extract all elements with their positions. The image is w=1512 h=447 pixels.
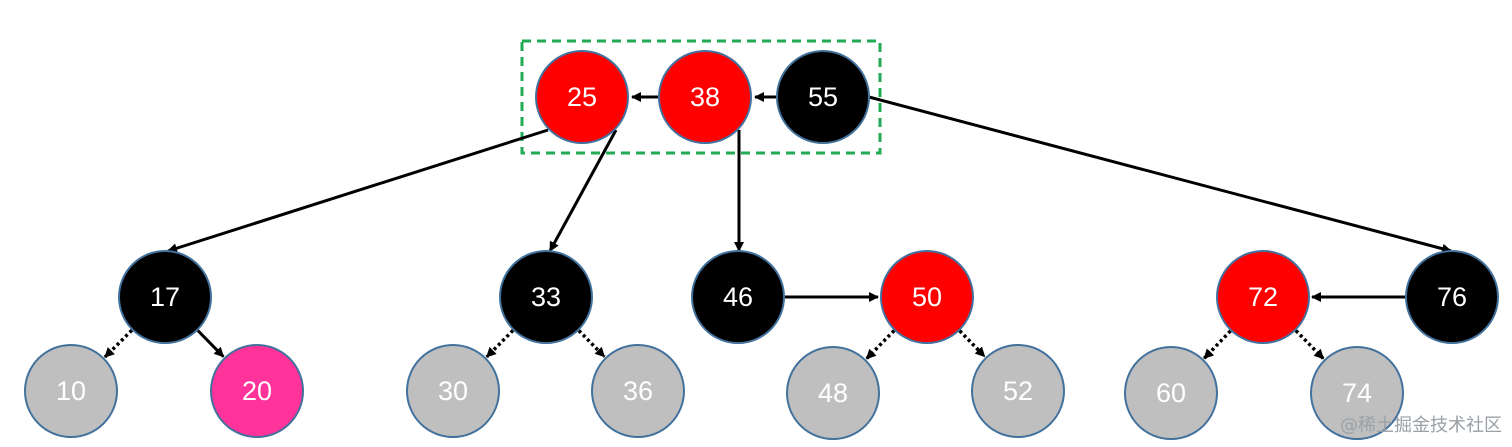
node-label: 74	[1342, 378, 1372, 408]
edge-33-to-36	[577, 329, 606, 358]
edge-72-to-60	[1202, 329, 1232, 360]
node-72: 72	[1216, 250, 1310, 344]
node-circle	[118, 250, 212, 344]
edge-17-to-10	[103, 328, 134, 359]
node-circle	[658, 50, 752, 144]
node-label: 72	[1248, 282, 1278, 312]
node-label: 10	[56, 376, 86, 406]
node-25: 25	[535, 50, 629, 144]
node-label: 52	[1003, 376, 1033, 406]
node-circle	[406, 344, 500, 438]
edge-33-to-30	[485, 329, 515, 359]
node-circle	[499, 250, 593, 344]
node-38: 38	[658, 50, 752, 144]
node-55: 55	[776, 50, 870, 144]
node-circle	[786, 346, 880, 440]
node-label: 38	[690, 82, 720, 112]
node-circle	[24, 344, 118, 438]
edge-50-to-52	[958, 329, 986, 358]
node-label: 46	[723, 282, 753, 312]
node-label: 50	[912, 282, 942, 312]
edge-25-to-17	[167, 128, 549, 254]
node-label: 48	[818, 378, 848, 408]
node-label: 20	[242, 376, 272, 406]
node-circle	[1124, 346, 1218, 440]
node-label: 36	[623, 376, 653, 406]
node-circle	[880, 250, 974, 344]
node-33: 33	[499, 250, 593, 344]
node-60: 60	[1124, 346, 1218, 440]
node-label: 17	[150, 282, 180, 312]
node-label: 55	[808, 82, 838, 112]
highlight-box	[520, 39, 882, 155]
edge-72-to-74	[1294, 329, 1325, 360]
node-circle	[1310, 346, 1404, 440]
edge-50-to-48	[865, 329, 896, 360]
node-50: 50	[880, 250, 974, 344]
node-circle	[971, 344, 1065, 438]
node-circle	[1405, 250, 1499, 344]
node-36: 36	[591, 344, 685, 438]
node-label: 33	[531, 282, 561, 312]
node-46: 46	[691, 250, 785, 344]
nodes-layer: 25 38 55 17 33 46 50 72 76 10 20 30 36 48 52 60 74	[24, 50, 1499, 440]
edges-layer	[103, 92, 1452, 360]
watermark: @稀土掘金技术社区	[1340, 415, 1502, 436]
node-10: 10	[24, 344, 118, 438]
node-76: 76	[1405, 250, 1499, 344]
node-label: 25	[567, 82, 597, 112]
node-circle	[210, 344, 304, 438]
node-20: 20	[210, 344, 304, 438]
node-52: 52	[971, 344, 1065, 438]
node-circle	[691, 250, 785, 344]
edge-17-to-20	[196, 329, 225, 358]
node-circle	[776, 50, 870, 144]
node-circle	[1216, 250, 1310, 344]
node-74: 74	[1310, 346, 1404, 440]
node-circle	[535, 50, 629, 144]
node-circle	[591, 344, 685, 438]
node-label: 30	[438, 376, 468, 406]
node-label: 76	[1437, 282, 1467, 312]
edge-55-to-76	[868, 95, 1452, 254]
node-30: 30	[406, 344, 500, 438]
node-17: 17	[118, 250, 212, 344]
node-label: 60	[1156, 378, 1186, 408]
node-48: 48	[786, 346, 880, 440]
edge-25-to-33	[548, 129, 618, 252]
